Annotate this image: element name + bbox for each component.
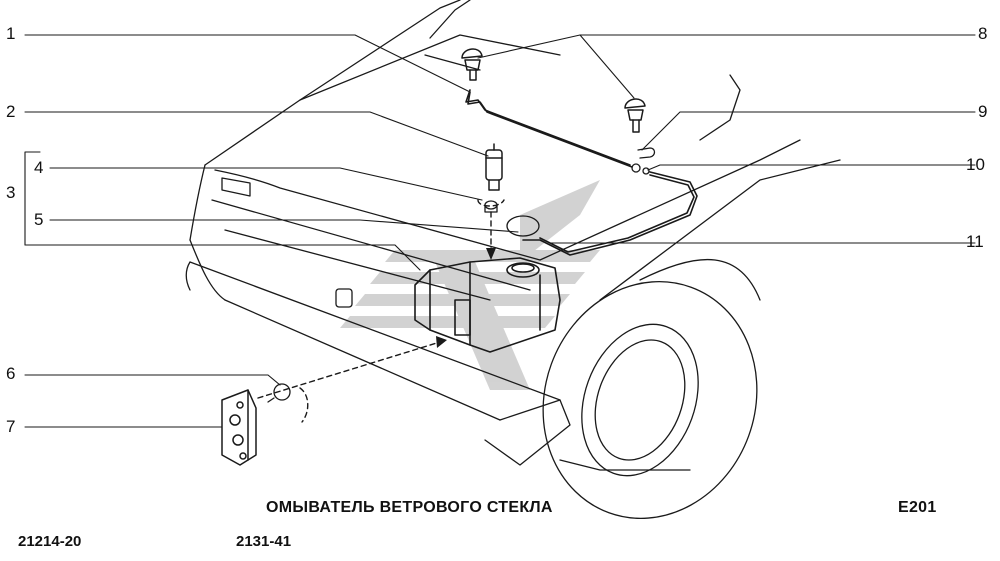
reservoir-bracket (221, 389, 257, 466)
callout-10: 10 (966, 155, 985, 174)
washer-reservoir (414, 257, 561, 353)
callout-5: 5 (34, 210, 44, 229)
front-wheel (542, 281, 758, 519)
model-code-1: 21214-20 (18, 533, 82, 550)
model-code-2: 2131-41 (236, 533, 292, 550)
leader-lines (24, 34, 976, 428)
reservoir-cap (506, 215, 540, 237)
washer-nozzle-left (461, 48, 483, 81)
assembly-arrows (257, 199, 505, 423)
sheet-code: E201 (898, 499, 937, 516)
washer-pump (485, 143, 503, 191)
bracket-bolt (267, 383, 291, 403)
callout-3: 3 (6, 183, 16, 202)
callout-11: 11 (966, 232, 984, 251)
callout-7: 7 (6, 417, 16, 436)
washer-nozzle-right (624, 98, 646, 133)
callout-9: 9 (978, 102, 988, 121)
callout-1: 1 (6, 24, 16, 43)
car-body (185, 0, 841, 471)
washer-hose (465, 89, 698, 256)
callout-4: 4 (34, 158, 44, 177)
hose-clip (637, 147, 656, 159)
arrow-heads (436, 248, 496, 348)
callout-2: 2 (6, 102, 16, 121)
diagram-title: ОМЫВАТЕЛЬ ВЕТРОВОГО СТЕКЛА (266, 499, 553, 516)
watermark-logo (340, 180, 600, 390)
hose-tee-connector (631, 163, 650, 175)
callout-8: 8 (978, 24, 988, 43)
callout-6: 6 (6, 364, 16, 383)
